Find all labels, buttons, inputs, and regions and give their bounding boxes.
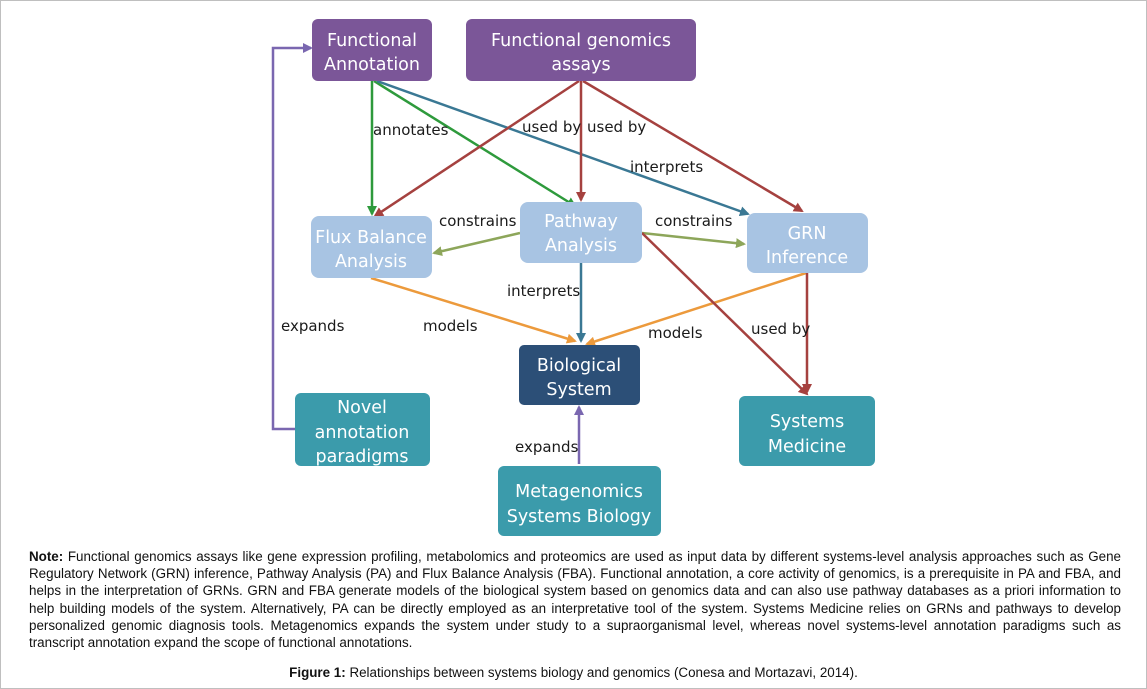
node-functional-annotation: Functional Annotation — [312, 19, 432, 81]
label-used-by-left: used by — [522, 118, 581, 136]
relationship-diagram: annotates used by used by interprets con… — [271, 19, 875, 536]
node-flux-balance-analysis: Flux Balance Analysis — [311, 216, 432, 278]
node-grn-inference-line-2: Inference — [766, 248, 848, 268]
node-novel-annotation-paradigms-line-2: annotation — [315, 423, 410, 443]
node-metagenomics-systems-biology: Metagenomics Systems Biology — [498, 466, 661, 536]
edge-annotates-pa — [373, 79, 577, 208]
node-grn-inference-line-1: GRN — [788, 224, 827, 244]
edge-usedby-grn — [582, 79, 804, 213]
edges — [271, 43, 812, 464]
edge-constrains-grn — [641, 231, 746, 249]
node-biological-system-line-2: System — [546, 380, 611, 400]
edge-usedby-fba — [373, 79, 580, 218]
node-pathway-analysis-line-2: Analysis — [545, 236, 617, 256]
label-models-left: models — [423, 317, 478, 335]
label-expands-bottom: expands — [515, 438, 579, 456]
node-biological-system: Biological System — [519, 345, 640, 405]
node-functional-genomics-assays: Functional genomics assays — [466, 19, 696, 81]
label-constrains-left: constrains — [439, 212, 517, 230]
edge-interprets-grn — [376, 79, 750, 217]
node-functional-genomics-assays-line-1: Functional genomics — [491, 31, 671, 51]
edge-labels: annotates used by used by interprets con… — [281, 118, 810, 456]
edge-models-fba — [370, 276, 577, 344]
node-novel-annotation-paradigms-line-3: paradigms — [316, 447, 409, 467]
node-flux-balance-analysis-line-1: Flux Balance — [315, 228, 427, 248]
label-interprets-top: interprets — [630, 158, 703, 176]
edge-models-grn — [585, 271, 807, 347]
label-used-by-right: used by — [587, 118, 646, 136]
note-label: Note: — [29, 549, 64, 564]
node-functional-annotation-line-1: Functional — [327, 31, 417, 51]
node-systems-medicine-line-2: Medicine — [768, 437, 846, 457]
caption-label: Figure 1: — [289, 665, 346, 680]
label-expands-left: expands — [281, 317, 345, 335]
node-pathway-analysis-line-1: Pathway — [544, 212, 618, 232]
node-biological-system-line-1: Biological — [537, 356, 621, 376]
node-metagenomics-systems-biology-line-1: Metagenomics — [515, 482, 643, 502]
edge-expands-annotation — [271, 43, 313, 431]
node-novel-annotation-paradigms: Novel annotation paradigms — [295, 393, 430, 467]
figure-caption: Figure 1: Relationships between systems … — [1, 665, 1146, 680]
edge-usedby-sysmed-pa — [641, 232, 809, 396]
label-models-right: models — [648, 324, 703, 342]
note-text: Functional genomics assays like gene exp… — [29, 549, 1121, 651]
node-novel-annotation-paradigms-line-1: Novel — [337, 398, 387, 418]
node-systems-medicine-line-1: Systems — [770, 412, 844, 432]
figure-note: Note: Functional genomics assays like ge… — [29, 548, 1121, 651]
label-interprets-mid: interprets — [507, 282, 580, 300]
node-functional-annotation-line-2: Annotation — [324, 55, 420, 75]
node-functional-genomics-assays-line-2: assays — [551, 55, 610, 75]
caption-text: Relationships between systems biology an… — [345, 665, 858, 680]
node-flux-balance-analysis-line-2: Analysis — [335, 252, 407, 272]
node-pathway-analysis: Pathway Analysis — [520, 202, 642, 263]
node-metagenomics-systems-biology-line-2: Systems Biology — [507, 507, 652, 527]
label-used-by-grn: used by — [751, 320, 810, 338]
label-constrains-right: constrains — [655, 212, 733, 230]
node-grn-inference: GRN Inference — [747, 213, 868, 273]
label-annotates: annotates — [373, 121, 449, 139]
node-systems-medicine: Systems Medicine — [739, 396, 875, 466]
edge-constrains-fba — [432, 231, 521, 257]
